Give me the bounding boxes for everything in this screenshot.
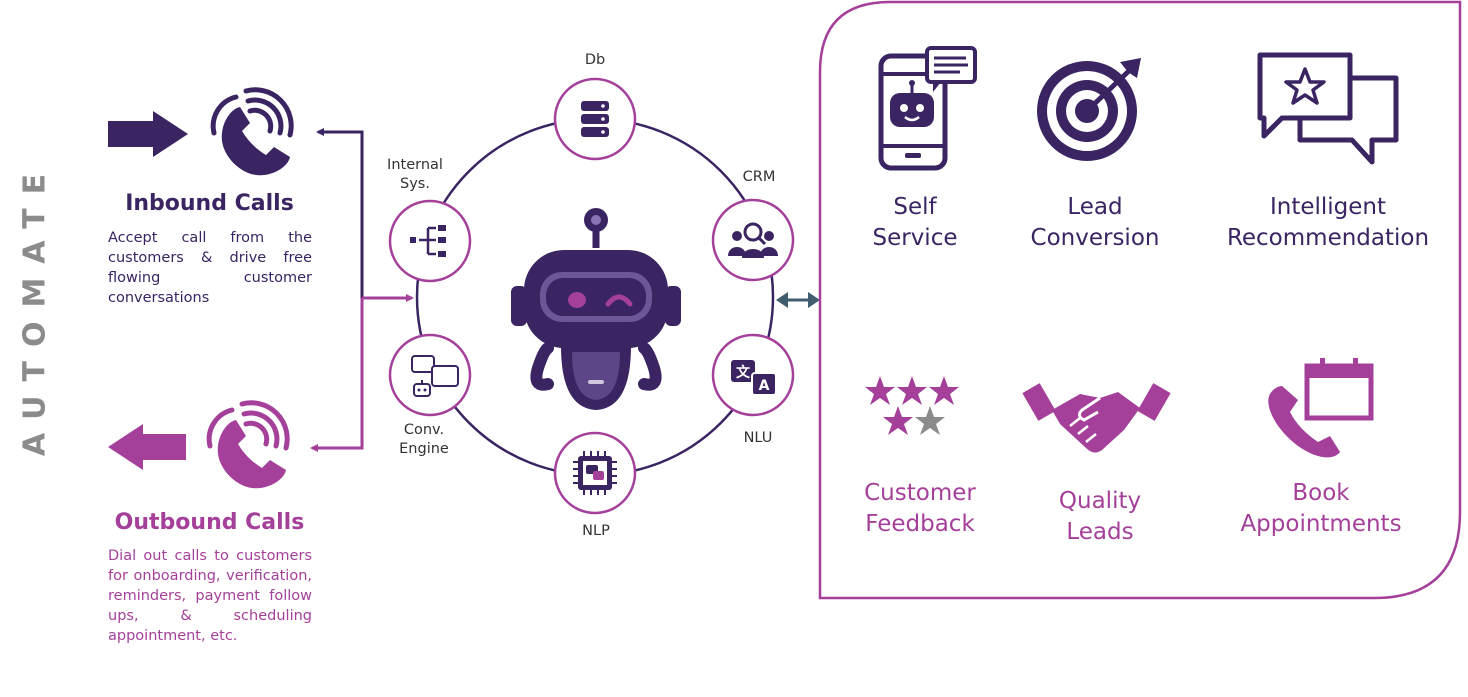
node-label-nlp: NLP	[582, 523, 610, 539]
node-conv-engine	[388, 333, 472, 417]
feature-lead-conversion: Lead Conversion	[1030, 194, 1160, 251]
chat-bot-icon	[411, 355, 459, 397]
side-label: AUTOMATE	[17, 159, 53, 457]
outbound-description: Dial out calls to customers for onboardi…	[108, 548, 312, 644]
target-icon	[1037, 58, 1141, 161]
feature-customer-feedback: Customer Feedback	[864, 480, 976, 537]
arrow-right-icon	[108, 111, 188, 157]
org-tree-icon	[410, 225, 446, 257]
phone-icon	[210, 87, 294, 176]
node-label-internal-sys: Internal Sys.	[387, 157, 443, 192]
node-internal-sys	[388, 199, 472, 283]
inbound-title: Inbound Calls	[125, 191, 294, 216]
phone-icon	[206, 400, 290, 489]
node-db	[553, 77, 637, 161]
handshake-icon	[1022, 383, 1171, 453]
node-label-nlu: NLU	[743, 430, 773, 446]
translate-icon: 文 A	[731, 360, 777, 396]
feature-self-service: Self Service	[872, 194, 958, 251]
node-crm	[711, 198, 795, 282]
crm-people-icon	[728, 222, 778, 258]
svg-text:文: 文	[736, 364, 751, 381]
feature-quality-leads: Quality Leads	[1058, 488, 1142, 545]
database-icon	[581, 101, 609, 137]
robot-icon	[511, 208, 681, 410]
stars-rating-icon	[865, 376, 959, 435]
feature-intelligent-recommendation: Intelligent Recommendation	[1226, 194, 1430, 251]
svg-text:A: A	[759, 378, 770, 394]
outbound-connector	[310, 294, 414, 452]
inbound-description: Accept call from the customers & drive f…	[108, 230, 312, 306]
feature-panel	[818, 0, 1462, 600]
arrow-left-icon	[108, 424, 186, 470]
outbound-title: Outbound Calls	[114, 510, 305, 535]
node-label-conv-engine: Conv. Engine	[399, 422, 449, 457]
node-label-crm: CRM	[742, 169, 776, 185]
feature-book-appointments: Book Appointments	[1240, 480, 1402, 537]
inbound-connector	[316, 128, 364, 298]
star-chat-icon	[1257, 52, 1399, 165]
calendar-phone-icon	[1268, 358, 1374, 458]
node-label-db: Db	[584, 52, 606, 68]
node-nlu: 文 A	[711, 333, 795, 417]
double-arrow-icon	[776, 292, 820, 308]
mobile-bot-icon	[878, 46, 977, 171]
node-nlp	[553, 431, 637, 515]
chip-icon	[573, 451, 617, 495]
